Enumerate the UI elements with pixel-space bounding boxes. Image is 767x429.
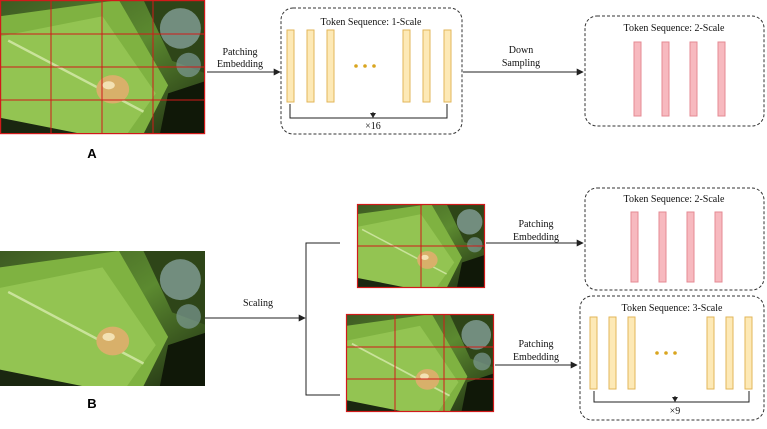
token-bar bbox=[630, 211, 639, 283]
input-image-a bbox=[0, 0, 206, 135]
token-bar bbox=[725, 316, 734, 390]
token-sequence-2-scale-b: Token Sequence: 2-Scale bbox=[584, 187, 765, 291]
patch-label-a-2: Embedding bbox=[217, 59, 263, 70]
down-label-1: Down bbox=[509, 45, 533, 56]
repeat-arrowhead bbox=[672, 397, 678, 402]
repeat-bracket bbox=[593, 391, 750, 403]
token-bar bbox=[443, 29, 452, 103]
ellipsis-dot bbox=[372, 64, 376, 68]
ellipsis-dot bbox=[673, 351, 677, 355]
ellipsis-dot bbox=[354, 64, 358, 68]
patch-label-b-bot-2: Embedding bbox=[513, 352, 559, 363]
token-bar bbox=[633, 41, 642, 117]
token-sequence-3-scale: Token Sequence: 3-Scale ×9 bbox=[579, 295, 765, 421]
panel-label-b: B bbox=[87, 396, 96, 411]
token-bar bbox=[326, 29, 335, 103]
token-bar bbox=[286, 29, 295, 103]
token-bar bbox=[658, 211, 667, 283]
seq3-repeat: ×9 bbox=[670, 406, 681, 417]
patch-label-b-bot-1: Patching bbox=[519, 339, 554, 350]
seq1-repeat: ×16 bbox=[365, 121, 381, 132]
token-bar bbox=[627, 316, 636, 390]
panel-label-a: A bbox=[87, 146, 97, 161]
token-sequence-1-scale: Token Sequence: 1-Scale ×16 bbox=[280, 7, 463, 135]
ellipsis-dot bbox=[363, 64, 367, 68]
scaled-image-2x2 bbox=[356, 203, 486, 289]
token-bar bbox=[744, 316, 753, 390]
patch-label-b-top-2: Embedding bbox=[513, 232, 559, 243]
token-bar bbox=[661, 41, 670, 117]
seq2-title-b: Token Sequence: 2-Scale bbox=[624, 194, 725, 205]
repeat-bracket bbox=[289, 104, 448, 119]
scaled-image-3x3 bbox=[345, 313, 495, 413]
ellipsis-dot bbox=[664, 351, 668, 355]
token-bar bbox=[706, 316, 715, 390]
patch-label-a-1: Patching bbox=[223, 47, 258, 58]
token-bar bbox=[589, 316, 598, 390]
token-bar bbox=[422, 29, 431, 103]
repeat-arrowhead bbox=[370, 113, 376, 118]
token-sequence-2-scale-a: Token Sequence: 2-Scale bbox=[584, 15, 765, 127]
token-bar bbox=[306, 29, 315, 103]
seq1-title: Token Sequence: 1-Scale bbox=[321, 17, 422, 28]
token-bar bbox=[717, 41, 726, 117]
seq3-title: Token Sequence: 3-Scale bbox=[622, 303, 723, 314]
input-image-b bbox=[0, 251, 205, 386]
down-label-2: Sampling bbox=[502, 58, 540, 69]
patch-label-b-top-1: Patching bbox=[519, 219, 554, 230]
ellipsis-dot bbox=[655, 351, 659, 355]
token-bar bbox=[689, 41, 698, 117]
seq2-title-a: Token Sequence: 2-Scale bbox=[624, 23, 725, 34]
scaling-label: Scaling bbox=[243, 298, 273, 309]
token-bar bbox=[402, 29, 411, 103]
token-bar bbox=[608, 316, 617, 390]
scaling-bracket bbox=[305, 242, 340, 396]
token-bar bbox=[686, 211, 695, 283]
token-bar bbox=[714, 211, 723, 283]
